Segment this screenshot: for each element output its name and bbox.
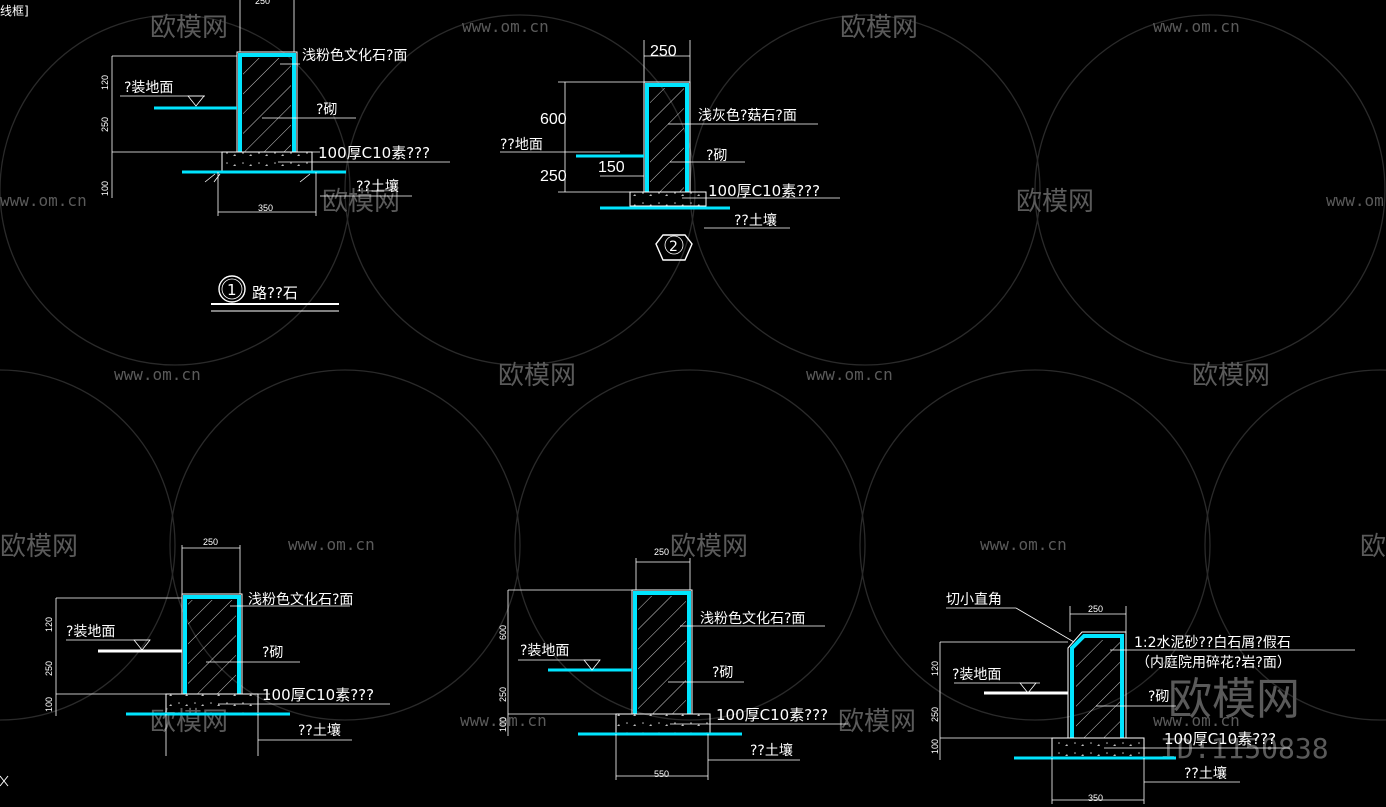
svg-text:www.om.cn: www.om.cn xyxy=(1326,191,1386,210)
label-concrete: 100厚C10素??? xyxy=(708,182,820,200)
label-finish-note: （内庭院用碎花?岩?面） xyxy=(1136,654,1291,671)
label-soil: ??土壤 xyxy=(1184,765,1227,782)
label-soil: ??土壤 xyxy=(750,742,793,759)
label-finish: 浅粉色文化石?面 xyxy=(302,47,407,64)
svg-text:www.om.cn: www.om.cn xyxy=(114,365,201,384)
svg-text:欧模网: 欧模网 xyxy=(840,13,918,43)
svg-text:欧模网: 欧模网 xyxy=(0,532,78,562)
label-finish: 浅灰色?菇石?面 xyxy=(698,107,797,124)
detail-3-curb-section[interactable]: 250 120 250 100 浅粉色文化石?面 ?装地面 ?砌 100厚C10… xyxy=(44,537,390,756)
dim-100: 100 xyxy=(930,739,940,754)
detail-4-curb-section[interactable]: 250 600 250 100 550 浅粉色文化石?面 ?装地面 ?砌 100… xyxy=(498,547,848,780)
svg-text:www.om.cn: www.om.cn xyxy=(288,535,375,554)
dim-top: 250 xyxy=(255,0,270,6)
dim-top: 250 xyxy=(650,43,677,60)
label-ground: ?装地面 xyxy=(66,624,115,640)
svg-text:欧模网: 欧模网 xyxy=(322,187,400,217)
dim-100: 100 xyxy=(498,717,508,732)
svg-text:www.om.cn: www.om.cn xyxy=(980,535,1067,554)
detail-1-curb-section[interactable]: 250 120 250 100 350 浅粉色文化石?面 ?装地面 ?砌 100… xyxy=(100,0,450,312)
dim-250: 250 xyxy=(930,707,940,722)
svg-text:www.om.cn: www.om.cn xyxy=(1153,711,1240,730)
viewport-label: 线框] xyxy=(0,4,29,18)
dim-250: 250 xyxy=(100,117,110,132)
label-concrete: 100厚C10素??? xyxy=(716,706,828,724)
label-finish: 1:2水泥砂??白石屑?假石 xyxy=(1134,635,1291,651)
watermark-text: 欧模网 www.om.cn 欧模网 www.om.cn www.om.cn 欧模… xyxy=(0,13,1386,765)
dim-100: 100 xyxy=(44,697,54,712)
dim-100: 100 xyxy=(100,181,110,196)
svg-text:www.om.cn: www.om.cn xyxy=(1153,17,1240,36)
dim-top: 250 xyxy=(654,547,669,557)
svg-text:ID:1150838: ID:1150838 xyxy=(1160,732,1329,765)
dim-150: 150 xyxy=(598,159,625,176)
dim-600: 600 xyxy=(498,625,508,640)
svg-text:1: 1 xyxy=(227,281,237,299)
svg-text:欧模网: 欧模网 xyxy=(1360,532,1386,562)
svg-text:欧模网: 欧模网 xyxy=(670,532,748,562)
label-masonry: ?砌 xyxy=(1148,689,1169,705)
label-chamfer: 切小直角 xyxy=(946,591,1002,608)
dim-120: 120 xyxy=(930,661,940,676)
dim-120: 120 xyxy=(100,75,110,90)
label-masonry: ?砌 xyxy=(316,102,337,118)
label-ground: ?装地面 xyxy=(520,643,569,659)
detail-5-curb-section[interactable]: 250 120 250 100 350 切小直角 1:2水泥砂??白石屑?假石 … xyxy=(930,591,1355,804)
svg-text:欧模网: 欧模网 xyxy=(150,13,228,43)
dim-250: 250 xyxy=(498,687,508,702)
label-finish: 浅粉色文化石?面 xyxy=(700,610,805,627)
label-masonry: ?砌 xyxy=(706,148,727,164)
label-concrete: 100厚C10素??? xyxy=(318,144,430,162)
label-ground: ?装地面 xyxy=(124,80,173,96)
label-masonry: ?砌 xyxy=(712,665,733,681)
detail-1-title: 1 路??石 xyxy=(211,275,339,312)
label-concrete: 100厚C10素??? xyxy=(262,686,374,704)
label-soil: ??土壤 xyxy=(298,722,341,739)
svg-text:路??石: 路??石 xyxy=(252,284,298,302)
detail-2-curb-section[interactable]: 250 600 250 150 浅灰色?菇石?面 ??地面 ?砌 100厚C10… xyxy=(500,40,840,261)
svg-text:欧模网: 欧模网 xyxy=(838,707,916,737)
svg-text:www.om.cn: www.om.cn xyxy=(462,17,549,36)
ucs-icon xyxy=(0,775,9,787)
label-ground: ??地面 xyxy=(500,137,543,153)
dim-120: 120 xyxy=(44,617,54,632)
svg-text:www.om.cn: www.om.cn xyxy=(460,711,547,730)
dim-250: 250 xyxy=(44,661,54,676)
dim-top: 250 xyxy=(203,537,218,547)
label-ground: ?装地面 xyxy=(952,667,1001,683)
label-soil: ??土壤 xyxy=(734,212,777,229)
dim-600: 600 xyxy=(540,111,567,128)
svg-text:欧模网: 欧模网 xyxy=(1168,674,1300,725)
label-finish: 浅粉色文化石?面 xyxy=(248,591,353,608)
dim-bottom: 550 xyxy=(654,769,669,779)
svg-text:欧模网: 欧模网 xyxy=(498,361,576,391)
detail-2-title: 2 xyxy=(655,234,693,261)
dim-bottom: 350 xyxy=(1088,793,1103,803)
label-concrete: 100厚C10素??? xyxy=(1164,730,1276,748)
watermark-circles xyxy=(0,14,1386,721)
svg-text:欧模网: 欧模网 xyxy=(1192,361,1270,391)
dim-bottom: 350 xyxy=(258,203,273,213)
svg-text:www.om.cn: www.om.cn xyxy=(806,365,893,384)
label-soil: ??土壤 xyxy=(356,178,399,195)
svg-text:2: 2 xyxy=(669,239,678,255)
svg-text:欧模网: 欧模网 xyxy=(1016,187,1094,217)
dim-250: 250 xyxy=(540,168,567,185)
dim-top: 250 xyxy=(1088,604,1103,614)
svg-text:www.om.cn: www.om.cn xyxy=(0,191,87,210)
label-masonry: ?砌 xyxy=(262,645,283,661)
